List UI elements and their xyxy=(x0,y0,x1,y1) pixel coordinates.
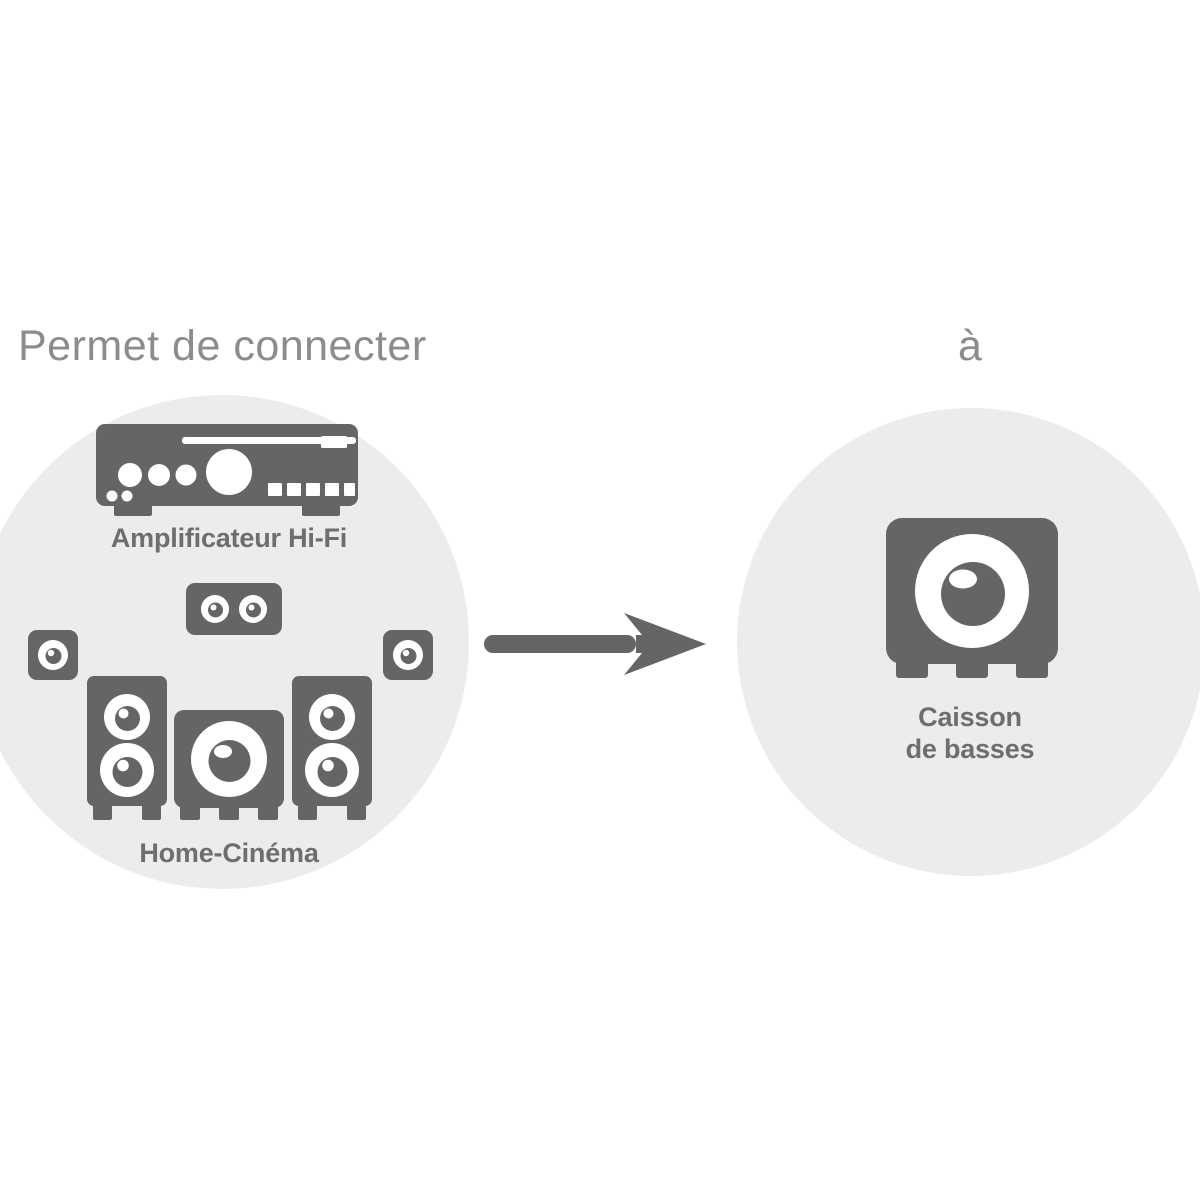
surround-speaker-right-icon xyxy=(383,630,433,680)
center-channel-speaker-icon xyxy=(186,583,282,635)
headline-right: à xyxy=(958,322,983,370)
home-cinema-label: Home-Cinéma xyxy=(139,838,319,868)
tower-speaker-right-icon xyxy=(292,676,372,820)
headline-left: Permet de connecter xyxy=(18,322,427,370)
amplifier-label: Amplificateur Hi-Fi xyxy=(110,523,348,553)
subwoofer-label-line-1: Caisson xyxy=(918,702,1022,732)
tower-speaker-left-icon xyxy=(87,676,167,820)
home-cinema-subwoofer-icon xyxy=(174,710,284,820)
subwoofer-label: Caisson de basses xyxy=(760,702,1180,766)
subwoofer-label-line-2: de basses xyxy=(905,733,1035,764)
hifi-amplifier-icon xyxy=(96,424,358,516)
subwoofer-icon xyxy=(886,518,1058,678)
right-arrow-icon xyxy=(484,613,706,675)
surround-speaker-left-icon xyxy=(28,630,78,680)
